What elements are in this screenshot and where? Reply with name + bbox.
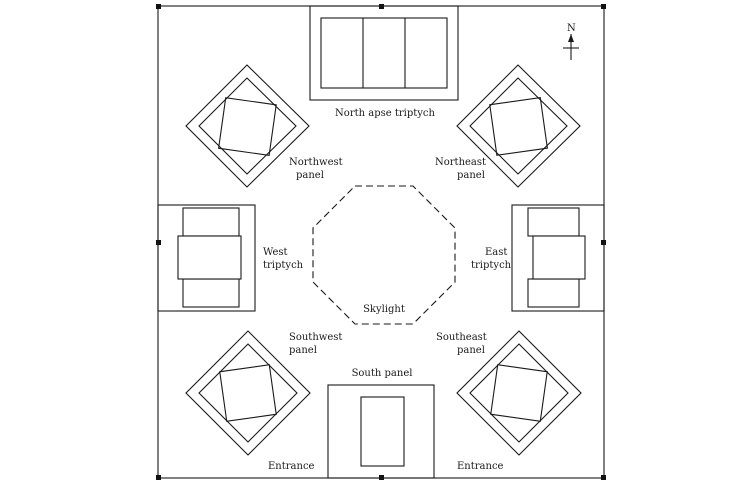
north-apse-triptych	[309, 5, 459, 101]
south-panel-label: South panel	[352, 368, 413, 379]
north-compass-icon	[563, 34, 579, 60]
northwest-panel	[185, 64, 310, 188]
southeast-label-line1: Southeast	[436, 332, 487, 343]
west-label-line1: West	[263, 247, 288, 258]
west-label-line2: triptych	[263, 260, 304, 271]
handle-sw[interactable]	[156, 475, 161, 480]
skylight-label: Skylight	[363, 304, 405, 315]
northwest-label-line1: Northwest	[289, 157, 343, 168]
south-panel	[327, 384, 435, 479]
northeast-panel	[456, 64, 581, 188]
entrance-left-label: Entrance	[268, 461, 315, 472]
skylight-outline	[312, 185, 456, 325]
north-apse-label: North apse triptych	[335, 108, 435, 119]
east-label-line1: East	[485, 247, 507, 258]
east-label-line2: triptych	[471, 260, 512, 271]
southeast-panel	[456, 330, 582, 456]
east-triptych	[511, 204, 605, 312]
handle-se[interactable]	[601, 475, 606, 480]
southeast-label-line2: panel	[457, 345, 485, 356]
handle-ne[interactable]	[601, 4, 606, 9]
northeast-label-line2: panel	[457, 170, 485, 181]
southwest-label-line2: panel	[289, 345, 317, 356]
southwest-label-line1: Southwest	[289, 332, 342, 343]
entrance-right-label: Entrance	[457, 461, 504, 472]
west-triptych	[157, 204, 256, 312]
northeast-label-line1: Northeast	[435, 157, 486, 168]
northwest-label-line2: panel	[296, 170, 324, 181]
compass-letter: N	[567, 23, 576, 34]
handle-nw[interactable]	[156, 4, 161, 9]
southwest-panel	[185, 330, 311, 456]
